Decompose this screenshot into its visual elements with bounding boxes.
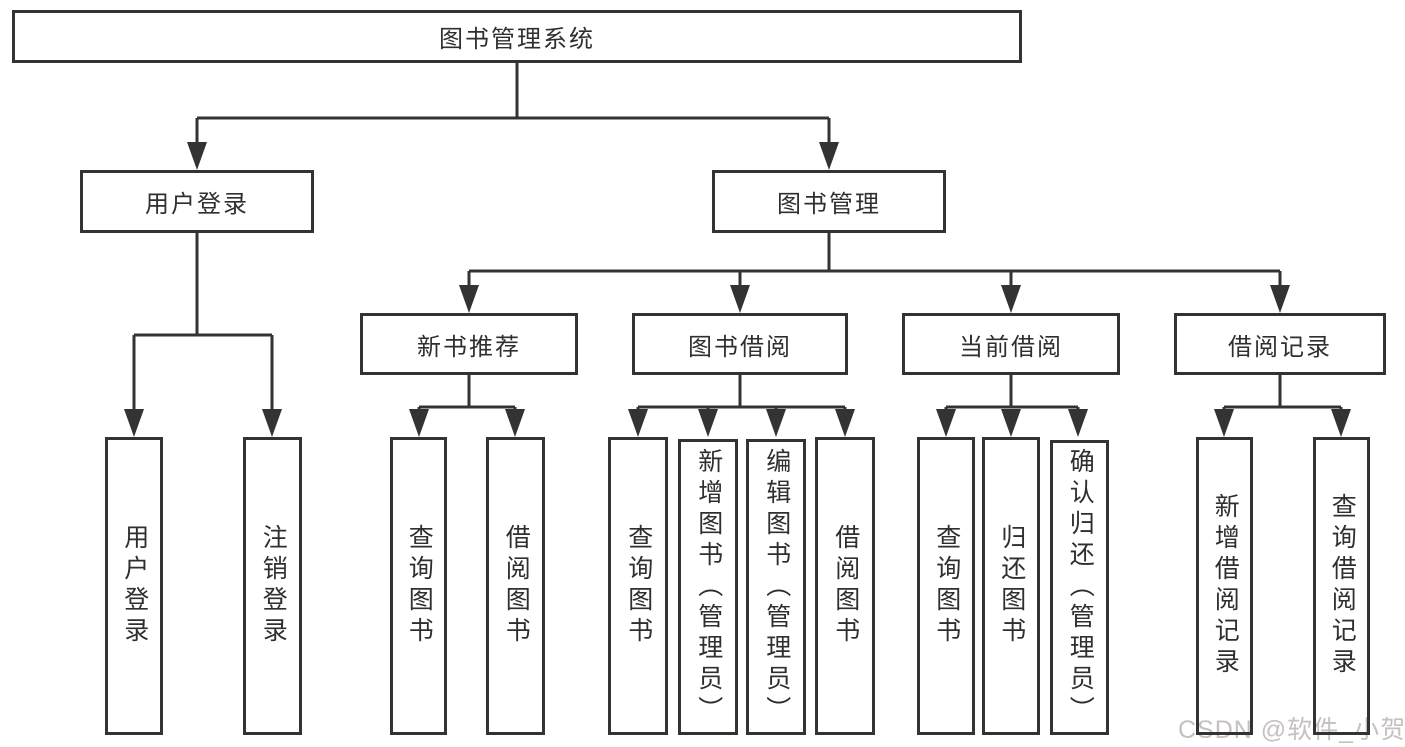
leaf-add-borrow-record: 新增借阅记录	[1196, 437, 1253, 735]
node-new-book-recommend: 新书推荐	[360, 313, 578, 375]
leaf-borrow-book-label: 借阅图书	[831, 524, 860, 648]
leaf-current-query-book-label: 查询图书	[932, 524, 961, 648]
connector-arrowheads	[124, 142, 1351, 437]
leaf-confirm-return-admin: 确认归还（管理员）	[1050, 440, 1109, 735]
leaf-logout: 注销登录	[243, 437, 302, 735]
leaf-edit-book-admin: 编辑图书（管理员）	[746, 439, 806, 735]
leaf-current-query-book: 查询图书	[917, 437, 975, 735]
leaf-user-login: 用户登录	[105, 437, 163, 735]
node-book-management-label: 图书管理	[777, 191, 881, 218]
node-current-borrow-label: 当前借阅	[959, 333, 1063, 361]
node-user-login: 用户登录	[80, 170, 314, 233]
leaf-return-book: 归还图书	[982, 437, 1040, 735]
leaf-add-book-admin-label: 新增图书（管理员）	[694, 447, 723, 727]
leaf-return-book-label: 归还图书	[997, 524, 1026, 648]
node-borrow-records: 借阅记录	[1174, 313, 1386, 375]
node-current-borrow: 当前借阅	[902, 313, 1120, 375]
leaf-edit-book-admin-label: 编辑图书（管理员）	[762, 447, 791, 727]
leaf-borrow-query-book: 查询图书	[608, 437, 668, 735]
leaf-query-borrow-record-label: 查询借阅记录	[1328, 493, 1357, 679]
leaf-recommend-borrow-book: 借阅图书	[486, 437, 545, 735]
leaf-recommend-query-book: 查询图书	[390, 437, 447, 735]
node-borrow-records-label: 借阅记录	[1228, 333, 1332, 361]
node-book-borrow-label: 图书借阅	[688, 333, 792, 361]
leaf-borrow-query-book-label: 查询图书	[624, 524, 653, 648]
node-new-book-recommend-label: 新书推荐	[417, 333, 521, 361]
leaf-add-borrow-record-label: 新增借阅记录	[1211, 493, 1240, 679]
leaf-confirm-return-admin-label: 确认归还（管理员）	[1066, 448, 1095, 727]
leaf-borrow-book: 借阅图书	[815, 437, 875, 735]
node-book-management: 图书管理	[712, 170, 946, 233]
node-user-login-label: 用户登录	[145, 191, 249, 218]
leaf-recommend-borrow-book-label: 借阅图书	[502, 524, 531, 648]
leaf-add-book-admin: 新增图书（管理员）	[678, 439, 738, 735]
leaf-user-login-label: 用户登录	[120, 524, 149, 648]
leaf-logout-label: 注销登录	[259, 524, 288, 648]
node-book-borrow: 图书借阅	[632, 313, 848, 375]
node-root: 图书管理系统	[12, 10, 1022, 63]
leaf-query-borrow-record: 查询借阅记录	[1313, 437, 1370, 735]
leaf-recommend-query-book-label: 查询图书	[405, 524, 434, 648]
node-root-label: 图书管理系统	[439, 26, 595, 53]
